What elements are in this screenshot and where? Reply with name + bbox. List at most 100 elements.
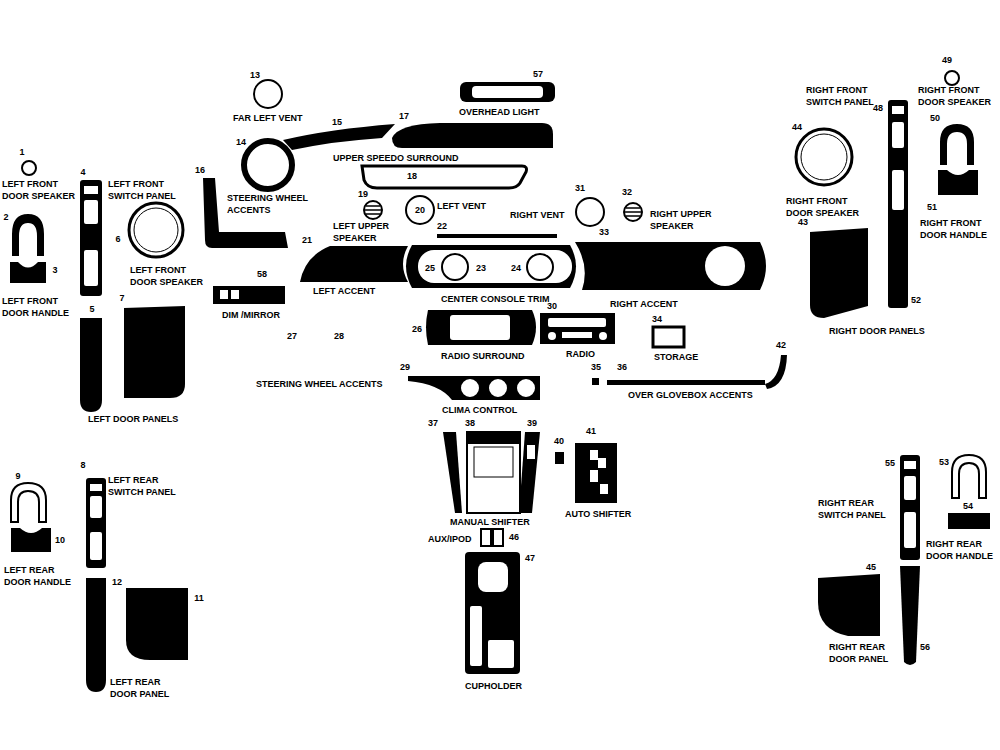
part-shape — [904, 476, 916, 500]
part-shape — [18, 262, 38, 268]
part-label: RIGHT UPPER SPEAKER — [650, 208, 728, 232]
part-shape — [12, 214, 44, 256]
part-label: LEFT FRONT DOOR SPEAKER — [130, 264, 210, 288]
callout-number: 1 — [19, 146, 24, 158]
part-shape — [576, 198, 604, 226]
part-label: CLIMA CONTROL — [442, 404, 517, 416]
part-shape — [548, 332, 556, 340]
part-shape — [254, 80, 282, 108]
part-shape — [904, 512, 916, 548]
callout-number: 18 — [407, 170, 417, 182]
callout-number: 23 — [476, 262, 486, 274]
part-shape — [548, 318, 606, 327]
part-shape — [418, 250, 572, 283]
part-label: RADIO — [566, 348, 595, 360]
callout-number: 57 — [533, 68, 543, 80]
part-label: OVER GLOVEBOX ACCENTS — [628, 389, 753, 401]
part-shape — [478, 562, 508, 592]
callout-number: 56 — [920, 641, 930, 653]
part-label: STEERING WHEEL ACCENTS — [256, 378, 383, 390]
part-shape — [443, 432, 462, 513]
part-shape — [904, 461, 916, 469]
part-label: LEFT REAR DOOR HANDLE — [4, 564, 78, 588]
part-shape — [90, 532, 102, 560]
callout-number: 33 — [599, 226, 609, 238]
part-label: OVERHEAD LIGHT — [459, 106, 540, 118]
callout-number: 13 — [250, 69, 260, 81]
part-shape — [888, 100, 908, 308]
part-shape — [590, 470, 598, 482]
callout-number: 50 — [930, 112, 940, 124]
part-shape — [900, 455, 920, 560]
part-label: LEFT FRONT SWITCH PANEL — [108, 178, 188, 202]
callout-number: 54 — [963, 500, 973, 512]
part-shape — [599, 332, 607, 340]
part-shape — [607, 380, 765, 385]
part-shape — [527, 254, 553, 280]
callout-number: 7 — [119, 292, 124, 304]
part-shape — [22, 161, 36, 175]
callout-number: 2 — [3, 211, 8, 223]
callout-number: 39 — [527, 417, 537, 429]
callout-number: 41 — [586, 425, 596, 437]
part-shape — [516, 378, 536, 398]
part-shape — [900, 566, 920, 665]
part-shape — [947, 170, 969, 175]
part-shape — [493, 529, 503, 546]
part-label: RIGHT DOOR PANELS — [829, 325, 925, 337]
part-shape — [392, 123, 553, 148]
part-label: MANUAL SHIFTER — [450, 516, 530, 528]
callout-number: 27 — [287, 330, 297, 342]
part-shape — [20, 528, 42, 533]
part-shape — [86, 478, 106, 568]
part-shape — [474, 447, 513, 477]
part-label: RIGHT VENT — [510, 209, 565, 221]
callout-number: 31 — [575, 182, 585, 194]
part-shape — [244, 141, 292, 189]
part-shape — [624, 203, 642, 221]
part-shape — [592, 378, 599, 385]
callout-number: 22 — [437, 220, 447, 232]
part-shape — [465, 552, 520, 674]
part-shape — [80, 318, 102, 412]
part-label: LEFT REAR SWITCH PANEL — [108, 474, 188, 498]
part-shape — [134, 208, 178, 252]
part-label: LEFT REAR DOOR PANEL — [110, 676, 182, 700]
part-label: RIGHT FRONT DOOR SPEAKER — [918, 84, 998, 108]
part-shape — [11, 483, 46, 522]
callout-number: 40 — [554, 435, 564, 447]
part-shape — [84, 250, 98, 286]
part-label: LEFT FRONT DOOR HANDLE — [2, 295, 78, 319]
part-shape — [940, 124, 974, 165]
callout-number: 3 — [52, 264, 57, 276]
part-label: RIGHT FRONT DOOR SPEAKER — [786, 195, 866, 219]
part-shape — [488, 640, 514, 668]
part-shape — [90, 496, 102, 518]
part-label: LEFT DOOR PANELS — [88, 413, 178, 425]
part-label: LEFT FRONT DOOR SPEAKER — [2, 178, 82, 202]
part-shape — [450, 315, 510, 340]
callout-number: 5 — [89, 303, 94, 315]
callout-number: 20 — [415, 204, 425, 216]
callout-number: 17 — [399, 110, 409, 122]
callout-number: 51 — [927, 201, 937, 213]
part-label: STEERING WHEEL ACCENTS — [227, 192, 322, 216]
part-shape — [575, 242, 766, 290]
callout-number: 47 — [525, 552, 535, 564]
callout-number: 19 — [358, 188, 368, 200]
callout-number: 8 — [80, 459, 85, 471]
part-shape — [892, 170, 904, 210]
part-label: STORAGE — [654, 351, 698, 363]
part-label: AUTO SHIFTER — [565, 508, 631, 520]
part-label: RADIO SURROUND — [441, 350, 525, 362]
callout-number: 38 — [465, 417, 475, 429]
part-shape — [952, 455, 986, 498]
callout-number: 12 — [112, 576, 122, 588]
part-shape — [938, 170, 978, 195]
callout-number: 43 — [798, 216, 808, 228]
callout-number: 24 — [511, 262, 521, 274]
part-shape — [598, 458, 606, 468]
part-shape — [213, 286, 285, 304]
callout-number: 44 — [792, 121, 802, 133]
